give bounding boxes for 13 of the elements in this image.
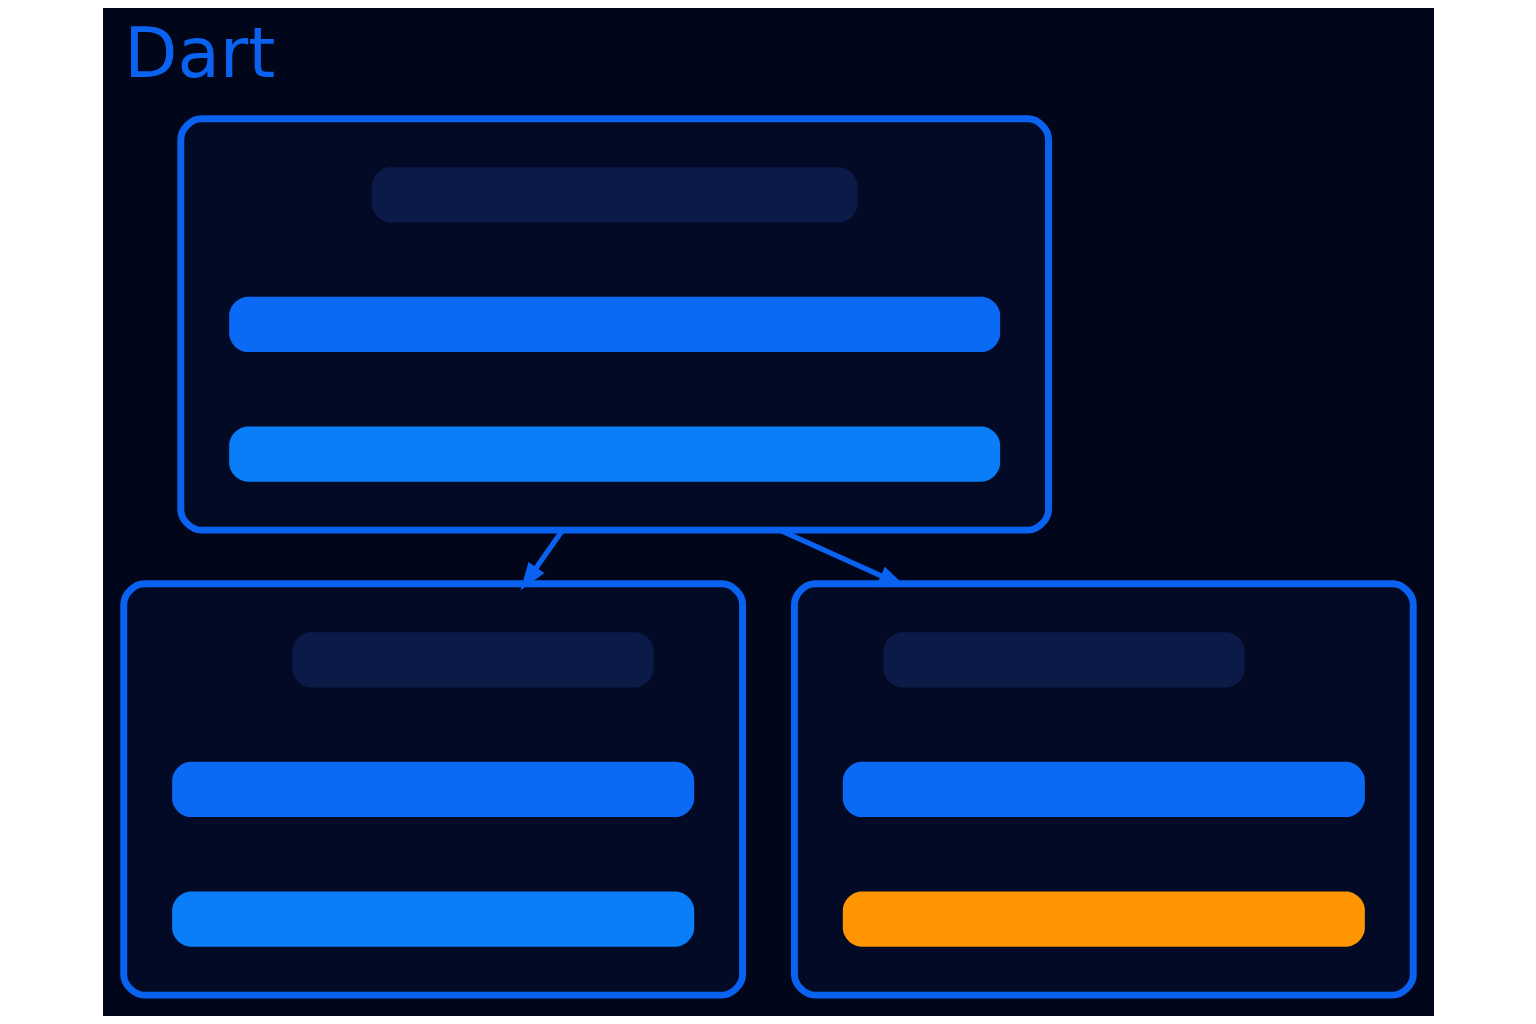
cluster: [790, 580, 1417, 999]
node-bar: [882, 632, 1245, 688]
node-bar: [371, 167, 857, 223]
node-bar: [842, 891, 1365, 947]
node-bar: [842, 761, 1365, 818]
node-bar: [228, 426, 1000, 482]
cluster: [176, 115, 1052, 534]
node-bar: [171, 761, 694, 818]
node-bar: [291, 632, 654, 688]
node-bar: [171, 891, 694, 947]
cluster: [119, 580, 746, 999]
node-bar: [228, 296, 1000, 353]
diagram-title: Dart: [123, 13, 275, 94]
